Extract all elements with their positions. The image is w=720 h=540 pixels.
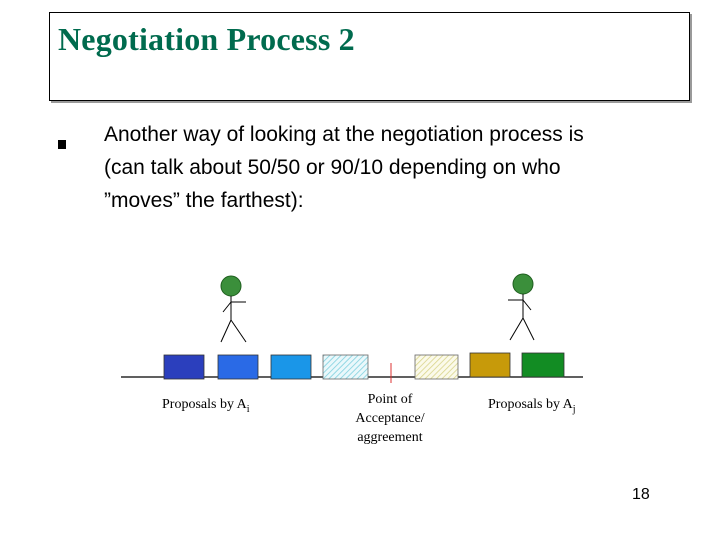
proposal-box-right-1 [469,352,511,378]
stick-figure-left-arm-left [222,301,232,313]
proposal-box-left-1 [163,354,205,380]
slide-title: Negotiation Process 2 [58,21,355,57]
stick-figure-right-leg-left [509,317,524,341]
stick-figure-right [508,273,535,341]
label-proposals-ai: Proposals by Ai [162,397,250,415]
label-proposals-ai-text: Proposals by A [162,397,247,412]
label-proposals-ai-subscript: i [246,403,250,415]
stick-figure-left-leg-left [220,319,232,343]
stick-figure-right-leg-right [522,317,535,341]
label-proposals-aj-subscript: j [572,403,576,415]
proposal-box-hatched-right [414,354,459,380]
label-proposals-aj-text: Proposals by A [488,397,573,412]
proposal-box-left-3 [270,354,312,380]
page-number: 18 [632,486,650,503]
stick-figure-left [220,275,247,343]
bullet-marker [58,140,66,149]
proposal-box-right-2 [521,352,565,378]
title-box: Negotiation Process 2 [49,12,690,101]
stick-figure-right-head [512,273,534,295]
bullet-text: Another way of looking at the negotiatio… [104,123,584,212]
stick-figure-right-arm-right [522,299,532,311]
stick-figure-left-leg-right [230,319,247,343]
stick-figure-left-head [220,275,242,297]
proposal-box-left-2 [217,354,259,380]
label-point-of-acceptance: Point of Acceptance/ aggreement [355,392,425,445]
proposal-box-hatched-left [322,354,369,380]
label-proposals-aj: Proposals by Aj [488,397,576,415]
